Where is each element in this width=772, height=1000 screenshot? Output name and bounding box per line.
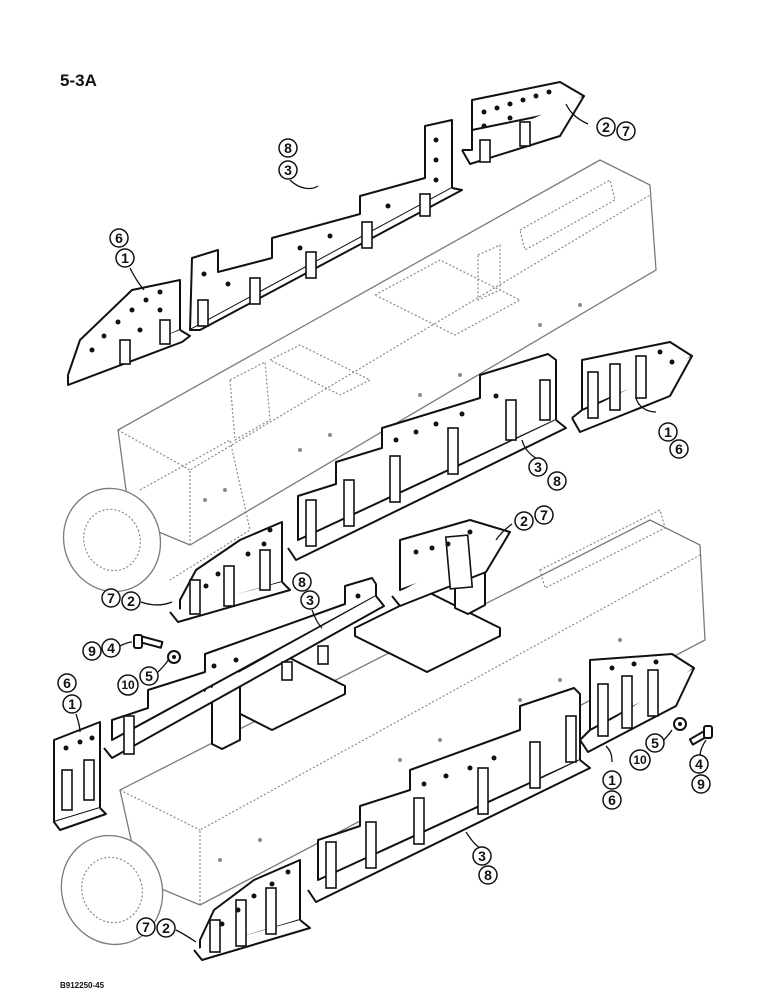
end-guard-lower-right-upper bbox=[391, 519, 511, 607]
callout-number: 2 bbox=[602, 119, 610, 135]
callout-c3: 6 1 bbox=[109, 228, 145, 291]
callout-c10: 10 5 bbox=[117, 659, 169, 696]
end-guard-lower-far-left bbox=[53, 721, 107, 831]
callout-number: 1 bbox=[608, 772, 616, 788]
figure-label: 5-3A bbox=[60, 71, 97, 90]
bolt-left bbox=[133, 634, 164, 649]
callout-number: 4 bbox=[695, 756, 703, 772]
callout-c11: 6 1 bbox=[57, 673, 82, 733]
callout-c12: 5 10 bbox=[629, 729, 673, 771]
callout-number: 6 bbox=[63, 675, 71, 691]
callout-number: 3 bbox=[534, 459, 542, 475]
callout-number: 10 bbox=[633, 753, 647, 767]
callout-number: 2 bbox=[520, 513, 528, 529]
callout-c1: 2 7 bbox=[565, 103, 636, 141]
callout-number: 10 bbox=[121, 678, 135, 692]
figure-code: B912250-45 bbox=[60, 981, 105, 990]
callout-c15: 3 8 bbox=[465, 831, 498, 885]
long-guard-mid bbox=[287, 353, 567, 561]
callout-number: 4 bbox=[107, 640, 115, 656]
callout-number: 6 bbox=[608, 792, 616, 808]
callout-c16: 7 2 bbox=[136, 917, 197, 943]
callout-c6: 2 7 bbox=[495, 505, 554, 541]
callout-number: 1 bbox=[664, 424, 672, 440]
long-guard-lower-upper bbox=[103, 577, 385, 759]
callout-number: 1 bbox=[121, 250, 129, 266]
washer-left bbox=[167, 650, 181, 664]
callout-number: 3 bbox=[306, 592, 314, 608]
callout-number: 7 bbox=[142, 919, 150, 935]
end-guard-lower-left-bottom bbox=[193, 859, 311, 961]
callout-number: 7 bbox=[107, 590, 115, 606]
callout-c8: 8 3 bbox=[292, 572, 323, 629]
callout-number: 6 bbox=[115, 230, 123, 246]
end-guard-top-right bbox=[461, 81, 585, 165]
end-guard-lower-left-mid bbox=[169, 521, 291, 623]
callout-c5: 3 8 bbox=[521, 439, 567, 491]
end-guard-lower-right bbox=[579, 653, 695, 753]
long-guard-top bbox=[189, 119, 463, 331]
long-guard-lower-bottom bbox=[307, 687, 591, 903]
callout-c2: 8 3 bbox=[278, 138, 319, 190]
callout-number: 9 bbox=[697, 776, 705, 792]
callout-number: 8 bbox=[284, 140, 292, 156]
callout-number: 8 bbox=[553, 473, 561, 489]
lower-cross-plates bbox=[204, 545, 501, 750]
washer-right bbox=[673, 717, 687, 731]
callout-number: 8 bbox=[484, 867, 492, 883]
end-guard-top-left bbox=[67, 279, 191, 386]
upper-track-frame bbox=[62, 159, 657, 593]
lower-track-frame bbox=[60, 509, 706, 946]
callout-c14: 1 6 bbox=[602, 745, 622, 810]
callout-number: 8 bbox=[298, 574, 306, 590]
callout-number: 7 bbox=[540, 507, 548, 523]
callout-number: 5 bbox=[651, 735, 659, 751]
end-guard-mid-right bbox=[571, 341, 693, 433]
callout-number: 3 bbox=[478, 848, 486, 864]
callout-c9: 9 4 bbox=[82, 638, 133, 661]
callout-number: 7 bbox=[622, 123, 630, 139]
callout-number: 5 bbox=[145, 668, 153, 684]
callout-number: 3 bbox=[284, 162, 292, 178]
callout-c7: 7 2 bbox=[101, 588, 173, 611]
callout-number: 2 bbox=[127, 593, 135, 609]
callout-c13: 4 9 bbox=[689, 739, 711, 794]
callout-number: 9 bbox=[88, 643, 96, 659]
callout-c4: 1 6 bbox=[635, 397, 689, 459]
callout-number: 1 bbox=[68, 696, 76, 712]
callout-number: 2 bbox=[162, 920, 170, 936]
bolt-right bbox=[688, 725, 713, 746]
callout-number: 6 bbox=[675, 441, 683, 457]
